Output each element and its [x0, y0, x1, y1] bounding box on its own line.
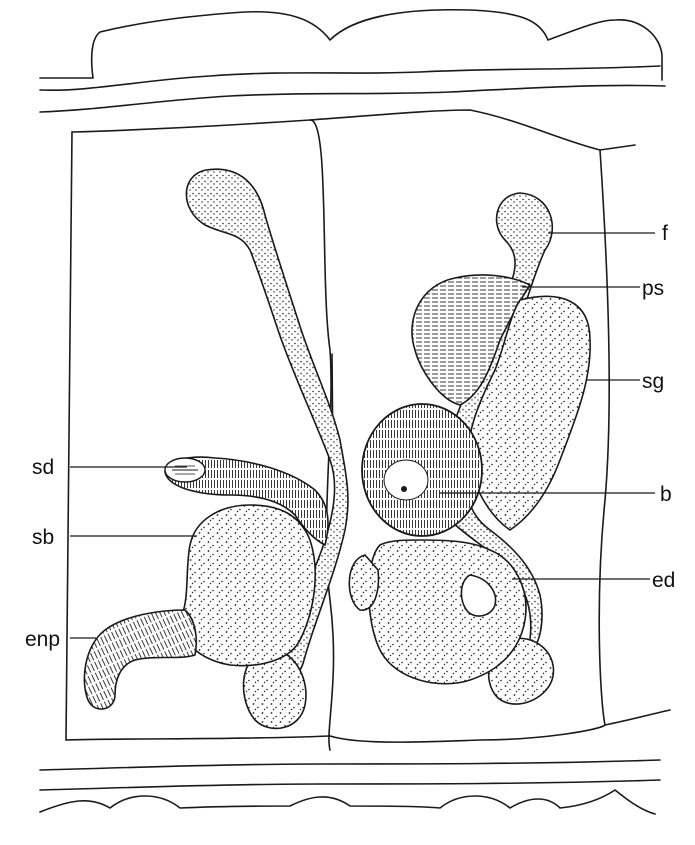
top-body-wall — [40, 10, 665, 112]
label-enp: enp — [25, 628, 60, 651]
bottom-body-wall — [40, 760, 660, 814]
label-ed: ed — [652, 569, 675, 592]
label-f: f — [662, 222, 668, 245]
enp-organ — [84, 610, 196, 709]
label-sd: sd — [32, 456, 54, 479]
label-b: b — [660, 483, 672, 506]
spermathecal-bulb — [180, 505, 315, 666]
egg-sac — [349, 540, 526, 684]
label-ps: ps — [642, 277, 664, 300]
label-sb: sb — [32, 526, 54, 549]
label-sg: sg — [642, 370, 664, 393]
central-bursa — [362, 404, 482, 536]
